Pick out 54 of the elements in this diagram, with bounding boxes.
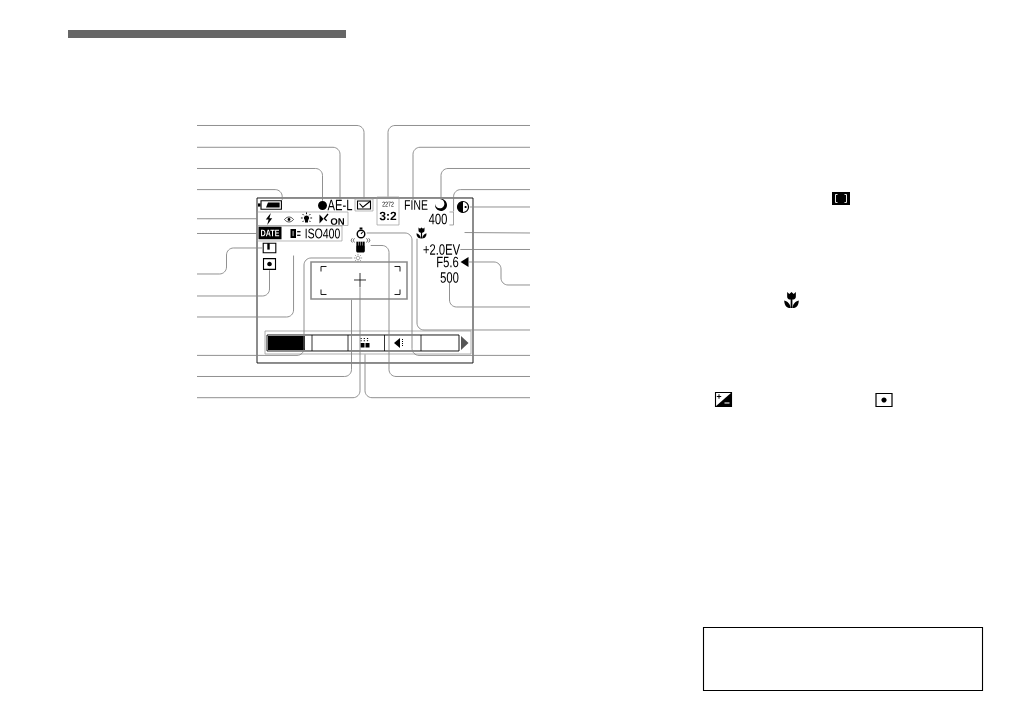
sun-icon bbox=[353, 253, 363, 263]
leader-line bbox=[196, 247, 263, 275]
leader-line bbox=[468, 261, 531, 286]
leader-line bbox=[196, 233, 258, 234]
leader-line bbox=[370, 245, 531, 377]
indicator-text: ISO400 bbox=[305, 228, 340, 239]
leader-line bbox=[459, 249, 531, 250]
indicator-text: ON bbox=[330, 218, 344, 225]
square-dot-icon bbox=[262, 258, 277, 270]
leader-line bbox=[453, 189, 531, 212]
note-box bbox=[702, 626, 984, 692]
indicator-frame bbox=[256, 211, 349, 226]
leader-line bbox=[469, 206, 531, 208]
flower-icon bbox=[416, 227, 427, 240]
leader-line bbox=[387, 125, 531, 198]
eye-icon bbox=[284, 216, 294, 223]
hand-icon bbox=[350, 238, 371, 253]
screen-frame bbox=[256, 197, 474, 364]
triangle-icon bbox=[460, 257, 469, 267]
moon-icon bbox=[435, 199, 447, 211]
leader-line bbox=[196, 286, 361, 399]
indicator-text: AE-L bbox=[327, 199, 353, 211]
leader-line bbox=[366, 232, 531, 356]
leader-line bbox=[196, 218, 258, 220]
leader-line bbox=[196, 125, 365, 200]
leader-line bbox=[464, 232, 531, 234]
crosshair-icon bbox=[353, 272, 367, 288]
indicator-text: F5.6 bbox=[437, 256, 459, 268]
segment-bar bbox=[264, 330, 472, 355]
bulb-icon bbox=[300, 211, 313, 223]
leader-line bbox=[196, 299, 352, 377]
bracket-icon bbox=[262, 242, 277, 254]
stopwatch-icon bbox=[356, 227, 366, 239]
indicator-frame bbox=[256, 225, 343, 242]
leader-line bbox=[412, 146, 531, 201]
checkbox-icon bbox=[354, 198, 374, 212]
lightning-icon bbox=[265, 213, 273, 225]
half-circle-icon bbox=[456, 200, 470, 214]
indicator-text: 400 bbox=[428, 213, 447, 225]
leader-line bbox=[196, 257, 353, 356]
leader-line bbox=[196, 255, 294, 318]
leader-line bbox=[449, 282, 531, 308]
battery-icon bbox=[258, 200, 282, 210]
focus-frame bbox=[310, 261, 408, 300]
leader-line bbox=[416, 238, 531, 331]
block-icon bbox=[290, 229, 302, 238]
indicator-text: 500 bbox=[440, 272, 459, 283]
indicator-text: +2.0EV bbox=[423, 244, 461, 255]
leader-line bbox=[196, 146, 341, 201]
leader-line bbox=[196, 269, 270, 297]
leader-line bbox=[440, 168, 531, 200]
leader-line bbox=[196, 168, 323, 202]
leader-line bbox=[364, 353, 531, 399]
indicator-text: FINE bbox=[404, 200, 428, 210]
